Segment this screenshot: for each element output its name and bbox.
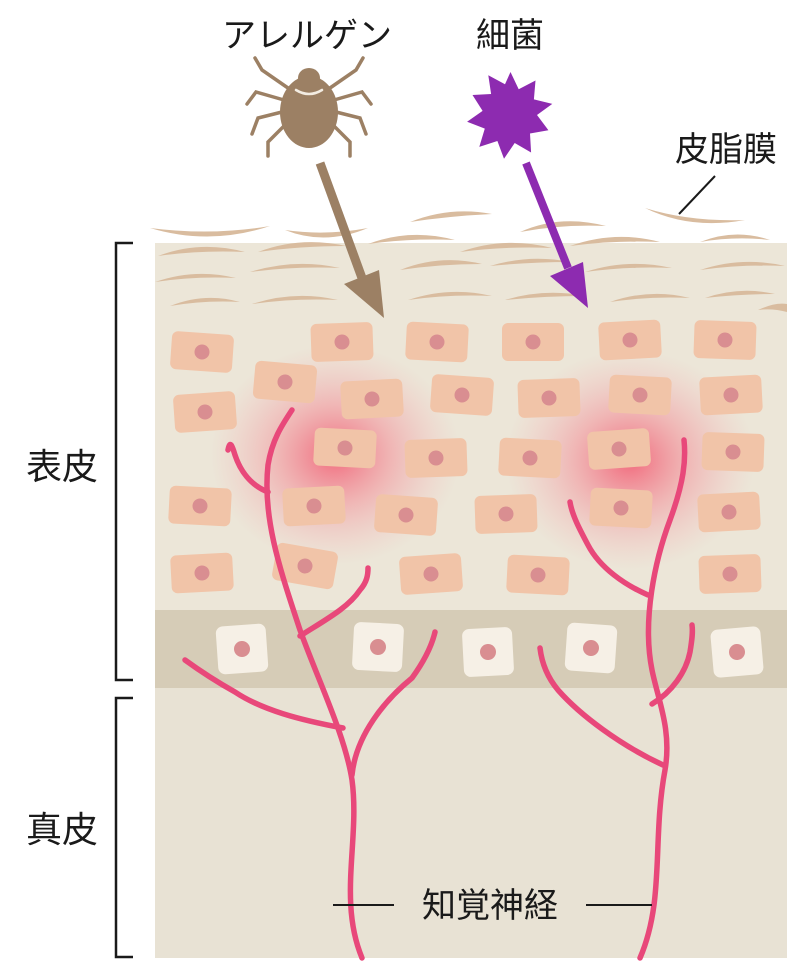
mite-icon (245, 56, 373, 158)
bacteria-label: 細菌 (476, 16, 544, 56)
sensory-nerves (182, 407, 696, 961)
dermis-layer (155, 688, 787, 958)
sebum-film-leader (678, 175, 716, 215)
epidermis-bracket (114, 241, 133, 682)
dermis-label: 真皮 (26, 810, 98, 851)
allergen-label: アレルゲン (222, 16, 392, 56)
sebum-film-label: 皮脂膜 (675, 130, 777, 170)
sebum-film-scales (150, 208, 787, 312)
bacteria-arrow (522, 161, 588, 308)
sensory-nerve-label: 知覚神経 (422, 886, 558, 926)
epidermis-label: 表皮 (26, 447, 98, 488)
nerve-left-branch-a (349, 629, 438, 778)
bacteria-starburst-icon (467, 72, 553, 159)
basal-cells (215, 622, 764, 678)
allergen-arrow (315, 161, 384, 318)
dermis-bracket (114, 696, 133, 959)
nerve-left-branch-c (225, 441, 271, 495)
nerve-right-branch-a (537, 645, 666, 768)
epidermal-cells (168, 319, 765, 596)
nerve-right-branch-c (567, 499, 651, 598)
nerve-left-branch-b (182, 657, 346, 731)
nerve-left-trunk (264, 407, 365, 961)
skin-layers (155, 243, 787, 958)
nerve-left-branch-d (297, 565, 371, 639)
nerve-right-branch-b (649, 622, 696, 707)
nerve-right-trunk (637, 437, 688, 961)
